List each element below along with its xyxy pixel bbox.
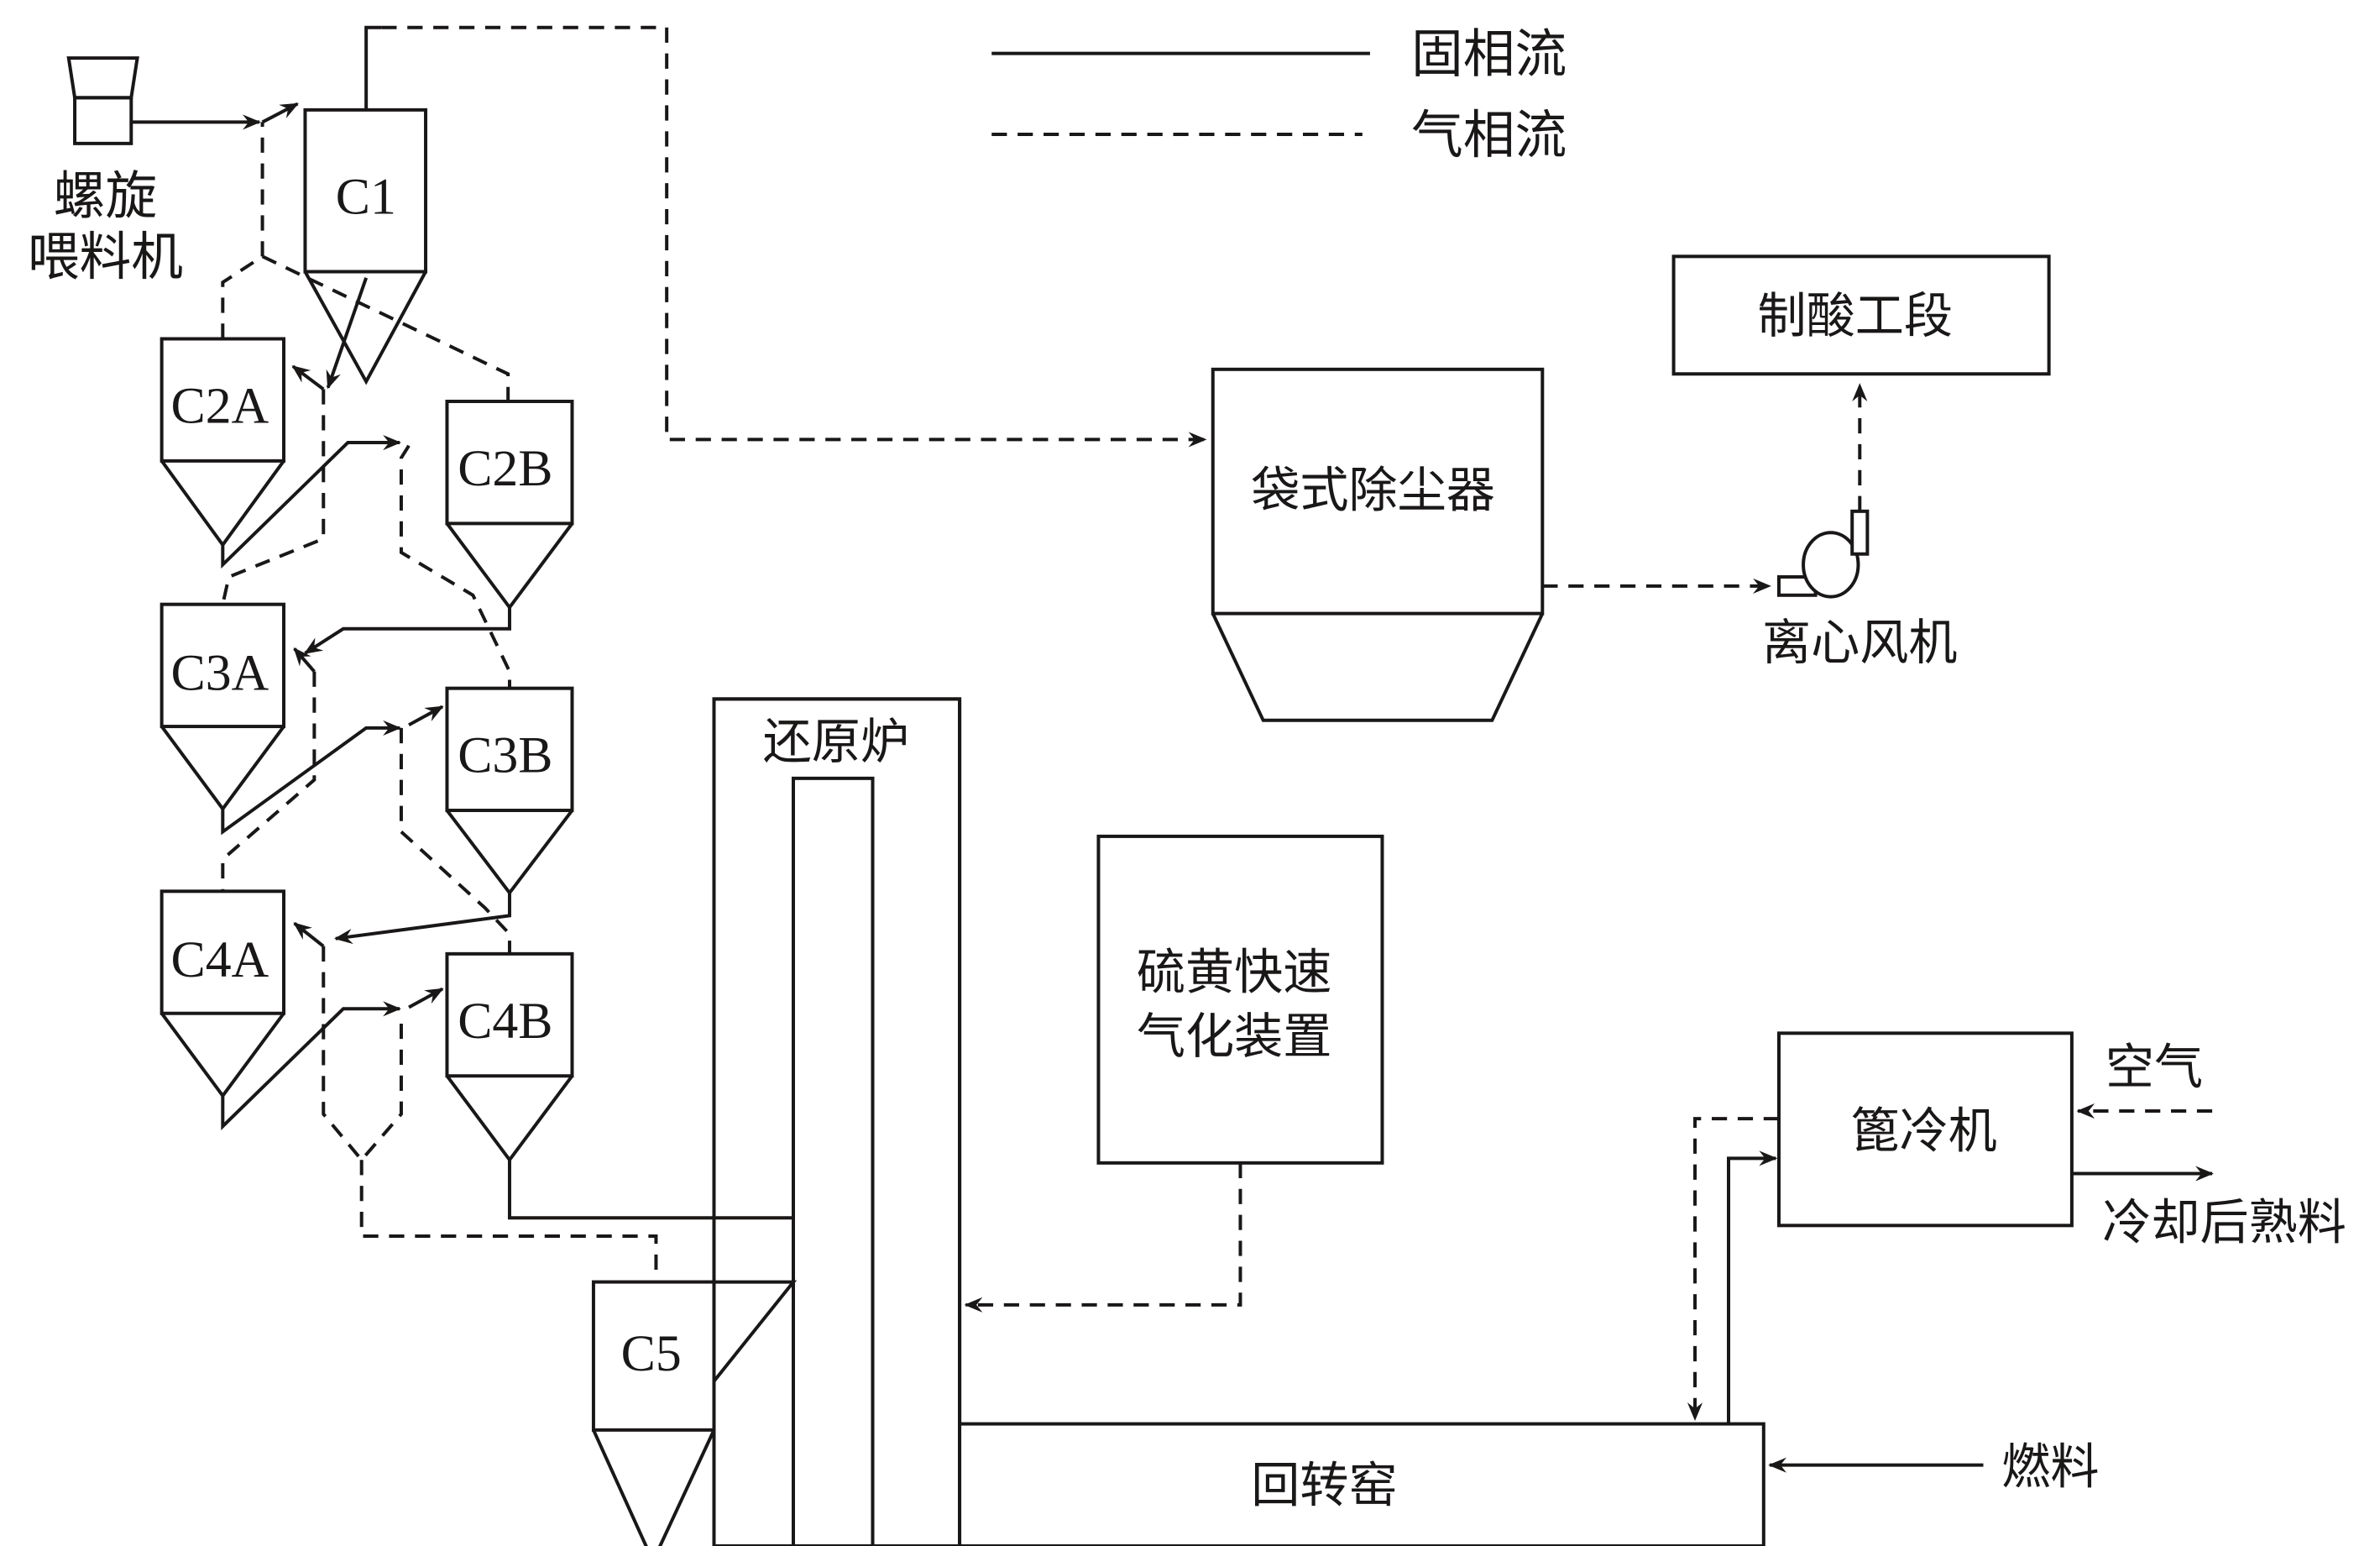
fuel-label: 燃料 bbox=[2001, 1439, 2099, 1494]
cyclone-c4a: C4A bbox=[160, 889, 286, 1099]
feeder-label-1: 螺旋 bbox=[54, 168, 158, 225]
sulfur-gasifier-label-2: 气化装置 bbox=[1137, 1009, 1332, 1064]
gas-arrow-c3b bbox=[408, 705, 444, 727]
gas-c4b-to-c3b bbox=[399, 727, 511, 954]
feed-to-c1 bbox=[261, 102, 299, 124]
feeder-hopper-icon bbox=[66, 56, 139, 100]
legend-solid-label: 固相流 bbox=[1411, 26, 1567, 83]
c4a-solid-to-c4b-riser bbox=[221, 1001, 401, 1130]
fan-label: 离心风机 bbox=[1762, 616, 1958, 670]
c1-solid-to-c2a bbox=[326, 277, 369, 390]
acid-section-label: 制酸工段 bbox=[1758, 289, 1954, 343]
rotary-kiln: 回转窑 bbox=[958, 1422, 1765, 1546]
c2b-solid-to-c3a bbox=[303, 607, 511, 655]
c3a-label: C3A bbox=[171, 644, 269, 701]
air-label: 空气 bbox=[2105, 1040, 2203, 1094]
reduction-furnace: 还原炉 bbox=[712, 697, 962, 1546]
cyclone-c3b: C3B bbox=[445, 686, 574, 896]
feeder-body bbox=[73, 96, 133, 145]
c4b-solid-to-reduction-furnace bbox=[507, 1160, 869, 1226]
c2a-label: C2A bbox=[171, 377, 269, 434]
cyclone-c2b: C2B bbox=[445, 399, 574, 611]
c4a-label: C4A bbox=[171, 931, 269, 988]
sulfur-gasifier-label-1: 硫黄快速 bbox=[1137, 946, 1332, 1000]
gas-c3b-to-c2b bbox=[399, 444, 511, 689]
c4b-label: C4B bbox=[458, 993, 552, 1050]
gas-arrow-c4a bbox=[293, 921, 325, 948]
c2b-label: C2B bbox=[458, 440, 552, 497]
c3b-solid-to-c4a bbox=[334, 893, 511, 945]
reduction-furnace-label: 还原炉 bbox=[763, 715, 909, 769]
cyclone-c2a: C2A bbox=[160, 337, 286, 548]
gas-arrow-c4b bbox=[408, 987, 444, 1009]
legend-dashed-label: 气相流 bbox=[1411, 107, 1567, 165]
gas-c5-to-c4 bbox=[322, 946, 658, 1282]
gas-arrow-c2a bbox=[291, 364, 325, 391]
centrifugal-fan-icon: 离心风机 bbox=[1762, 509, 1958, 670]
grate-cooler-label: 篦冷机 bbox=[1850, 1104, 1996, 1159]
bag-filter: 袋式除尘器 bbox=[1211, 367, 1545, 722]
gas-c4a-to-c3a bbox=[221, 671, 316, 892]
c2a-solid-to-c2b-riser bbox=[221, 434, 401, 569]
c3a-solid-to-c3b-riser bbox=[221, 720, 401, 836]
c1-label: C1 bbox=[336, 168, 396, 225]
kiln-clinker-to-cooler bbox=[1727, 1150, 1778, 1424]
screw-feeder: 螺旋 喂料机 bbox=[28, 56, 183, 286]
c1-to-bag-filter-gas bbox=[381, 25, 1207, 448]
sulfur-gas-to-furnace bbox=[964, 1162, 1242, 1313]
gas-arrow-c3a bbox=[293, 647, 316, 673]
cyclone-c4b: C4B bbox=[445, 951, 574, 1163]
bag-filter-label: 袋式除尘器 bbox=[1251, 463, 1495, 517]
c1-gas-out bbox=[364, 25, 382, 110]
c5-label: C5 bbox=[621, 1325, 682, 1382]
cyclone-c5: C5 bbox=[591, 1280, 798, 1546]
acid-section: 制酸工段 bbox=[1671, 254, 2051, 376]
gas-c2a-c2b-to-c1 bbox=[221, 122, 510, 401]
legend: 固相流 气相流 bbox=[991, 26, 1567, 165]
cooler-gas-to-kiln bbox=[1687, 1117, 1779, 1421]
grate-cooler: 篦冷机 bbox=[1776, 1031, 2074, 1228]
cyclone-c3a: C3A bbox=[160, 602, 286, 812]
sulfur-gasifier: 硫黄快速 气化装置 bbox=[1096, 834, 1384, 1165]
cooled-clinker-label: 冷却后熟料 bbox=[2102, 1196, 2346, 1250]
rotary-kiln-label: 回转窑 bbox=[1251, 1458, 1397, 1512]
cyclone-c1: C1 bbox=[303, 107, 428, 385]
feeder-label-2: 喂料机 bbox=[28, 229, 183, 286]
c3b-label: C3B bbox=[458, 727, 552, 784]
gas-c3a-to-c2a bbox=[221, 389, 326, 605]
